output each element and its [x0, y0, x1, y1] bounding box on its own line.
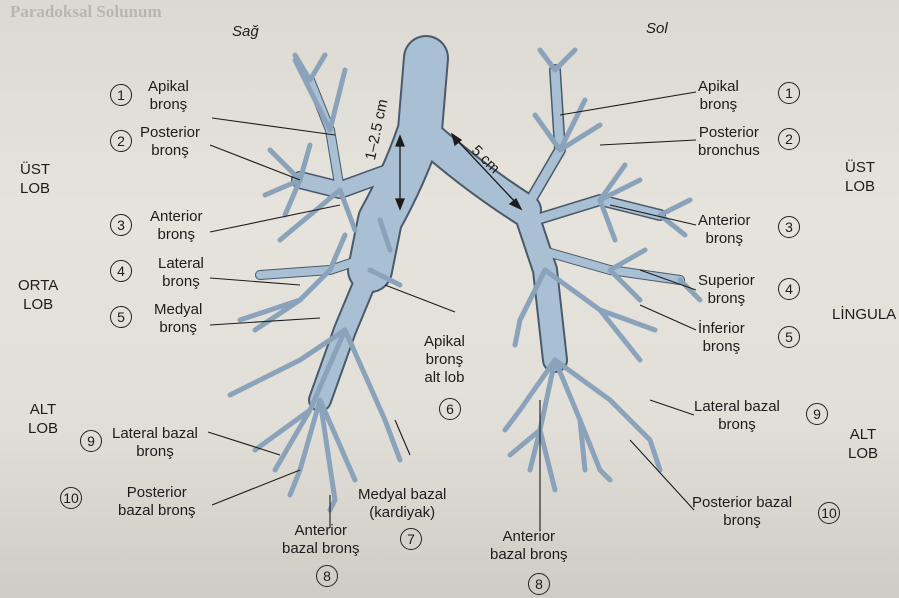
label-left-posterior-bazal: Posterior bazalbronş [692, 494, 792, 530]
number-right-7: 7 [400, 528, 422, 550]
label-left-anterior-bazal: Anteriorbazal bronş [490, 528, 568, 564]
label-left-inferior: İnferiorbronş [698, 320, 745, 356]
number-left-9: 9 [806, 403, 828, 425]
label-right-posterior: Posteriorbronş [140, 124, 200, 160]
label-left-posterior: Posteriorbronchus [698, 124, 760, 160]
number-left-2: 2 [778, 128, 800, 150]
label-left-apikal: Apikalbronş [698, 78, 739, 114]
number-right-4: 4 [110, 260, 132, 282]
label-medyal-bazal: Medyal bazal(kardiyak) [358, 486, 446, 522]
label-right-lateral-bazal: Lateral bazalbronş [112, 425, 198, 461]
number-right-1: 1 [110, 84, 132, 106]
label-right-medyal: Medyalbronş [154, 301, 202, 337]
number-left-1: 1 [778, 82, 800, 104]
lobe-label-left-lower: ALTLOB [848, 425, 878, 463]
number-right-8: 8 [316, 565, 338, 587]
label-left-superior: Superiorbronş [698, 272, 755, 308]
number-left-5: 5 [778, 326, 800, 348]
lobe-label-right-middle: ORTALOB [18, 276, 58, 314]
lobe-label-right-lower: ALTLOB [28, 400, 58, 438]
lobe-label-left-upper: ÜSTLOB [845, 158, 875, 196]
small-branches [230, 50, 700, 510]
label-right-lateral: Lateralbronş [158, 255, 204, 291]
number-left-4: 4 [778, 278, 800, 300]
label-right-apikal: Apikalbronş [148, 78, 189, 114]
side-label-left: Sol [646, 20, 668, 37]
number-left-10: 10 [818, 502, 840, 524]
number-right-6: 6 [439, 398, 461, 420]
airway-fill [260, 58, 680, 400]
side-label-right: Sağ [232, 23, 259, 40]
number-right-10: 10 [60, 487, 82, 509]
label-apikal-alt-lob: Apikalbronşalt lob [424, 333, 465, 387]
number-right-3: 3 [110, 214, 132, 236]
lobe-label-right-upper: ÜSTLOB [20, 160, 50, 198]
airway-tree [230, 50, 700, 510]
number-left-8: 8 [528, 573, 550, 595]
label-right-anterior-bazal: Anteriorbazal bronş [282, 522, 360, 558]
lobe-label-lingula: LİNGULA [832, 305, 896, 324]
label-left-anterior: Anteriorbronş [698, 212, 751, 248]
number-left-3: 3 [778, 216, 800, 238]
label-right-posterior-bazal: Posteriorbazal bronş [118, 484, 196, 520]
label-left-lateral-bazal: Lateral bazalbronş [694, 398, 780, 434]
label-right-anterior: Anteriorbronş [150, 208, 203, 244]
number-right-5: 5 [110, 306, 132, 328]
number-right-9: 9 [80, 430, 102, 452]
number-right-2: 2 [110, 130, 132, 152]
